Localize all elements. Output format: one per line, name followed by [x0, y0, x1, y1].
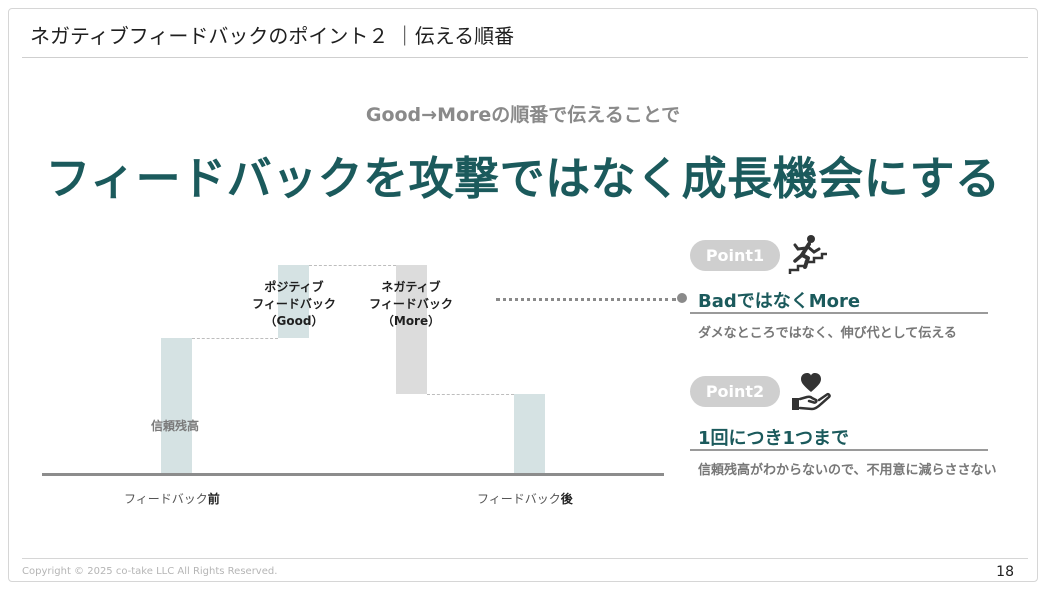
point1-description: ダメなところではなく、伸び代として伝える — [698, 326, 957, 341]
connector-line — [309, 265, 396, 266]
point1-title: BadではなくMore — [698, 291, 861, 312]
point1-divider — [690, 312, 988, 314]
trust-after-bar — [514, 394, 545, 473]
dotted-connector — [496, 298, 676, 301]
page-number: 18 — [996, 564, 1014, 580]
page-title: ネガティブフィードバックのポイント２ ｜伝える順番 — [30, 24, 515, 48]
slide-frame — [8, 8, 1038, 582]
baseline — [42, 473, 664, 476]
headline: フィードバックを攻撃ではなく成長機会にする — [45, 152, 1001, 205]
point2-divider — [690, 449, 988, 451]
trust-label: 信頼残高 — [151, 419, 200, 433]
negative-feedback-label: ネガティブ フィードバック （More） — [369, 280, 453, 328]
before-label: フィードバック前 — [124, 492, 220, 506]
copyright: Copyright © 2025 co-take LLC All Rights … — [22, 566, 278, 577]
running-stairs-icon — [786, 233, 828, 279]
trust-before-bar — [161, 338, 192, 473]
point1-badge: Point1 — [690, 240, 780, 271]
positive-feedback-bar — [278, 265, 309, 338]
positive-feedback-label: ポジティブ フィードバック （Good） — [252, 280, 336, 328]
heart-hand-icon — [790, 368, 832, 416]
point2-description: 信頼残高がわからないので、不用意に減らささない — [698, 463, 997, 478]
title-divider — [22, 57, 1028, 58]
footer-divider — [22, 558, 1028, 559]
subheading: Good→Moreの順番で伝えることで — [365, 104, 681, 126]
connector-line — [427, 394, 514, 395]
connector-line — [192, 338, 278, 339]
connector-dot — [677, 293, 687, 303]
point2-title: 1回につき1つまで — [698, 428, 850, 449]
negative-feedback-bar — [396, 265, 427, 394]
after-label: フィードバック後 — [477, 492, 573, 506]
point2-badge: Point2 — [690, 376, 780, 407]
